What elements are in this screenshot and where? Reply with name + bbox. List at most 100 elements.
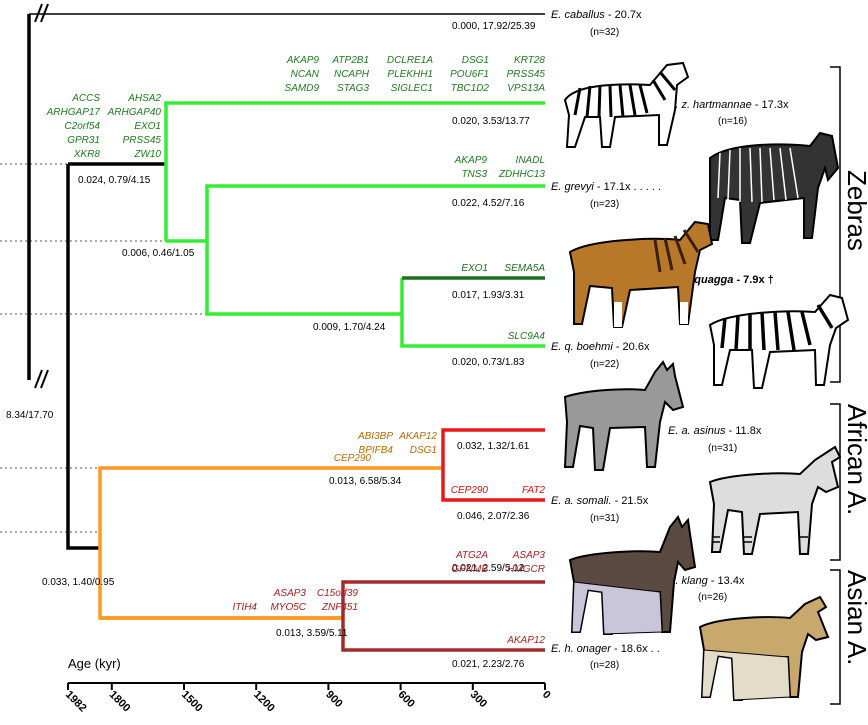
- taxon-klang: E. klang - 13.4x: [668, 575, 745, 587]
- gene-label: AKAP9: [286, 55, 320, 66]
- gene-label: ABI3BP: [357, 431, 393, 442]
- gene-label: ITIH4: [233, 602, 258, 613]
- stat-asinus: 0.032, 1.32/1.61: [457, 441, 530, 452]
- gene-label: EXO1: [134, 121, 161, 132]
- stat-somali: 0.046, 2.07/2.36: [457, 511, 530, 522]
- quagga-image: [568, 220, 714, 328]
- gene-label: DSG1: [410, 445, 437, 456]
- stat-grevyi-quagga: 0.006, 0.46/1.05: [122, 248, 195, 259]
- gene-label: MYO5C: [270, 602, 306, 613]
- gene-label: ASAP3: [273, 588, 307, 599]
- group-label-african: African A.: [842, 404, 868, 515]
- klang-branch: [341, 580, 545, 618]
- gene-labels: ACCSARHGAP17C2orf54GPR31XKR8AHSA2ARHGAP4…: [46, 55, 546, 646]
- gene-label: ASAP3: [512, 550, 546, 561]
- gene-label: XKR8: [73, 149, 101, 160]
- stat-quagga: 0.017, 1.93/3.31: [452, 290, 525, 301]
- gene-label: NCAN: [291, 69, 320, 80]
- onager-image: [698, 595, 830, 701]
- gene-label: ZW10: [133, 149, 161, 160]
- taxon-boehmi: E. q. boehmi - 20.6x: [551, 341, 650, 353]
- stat-hartmannae: 0.020, 3.53/13.77: [452, 116, 530, 127]
- group-label-asian: Asian A.: [842, 570, 868, 665]
- gene-label: SEMA5A: [504, 263, 545, 274]
- gene-label: PRSS45: [507, 69, 546, 80]
- gene-label: ZDHHC13: [498, 169, 546, 180]
- stat-boehmi: 0.020, 0.73/1.83: [452, 357, 525, 368]
- gene-label: ZNF451: [321, 602, 358, 613]
- hartmannae-zebra-image: [563, 61, 690, 148]
- stat-klang: 0.021, 2.59/5.12: [452, 563, 525, 574]
- gene-label: NCAPH: [334, 69, 370, 80]
- gene-label: DCLRE1A: [387, 55, 433, 66]
- gene-label: SIGLEC1: [391, 83, 433, 94]
- n-somali: (n=31): [590, 513, 619, 524]
- gene-label: KRT28: [514, 55, 545, 66]
- branch-stats: 0.000, 17.92/25.39 0.020, 3.53/13.77 0.0…: [6, 21, 536, 670]
- african-ass-branches: [441, 428, 545, 502]
- gene-label: AKAP12: [398, 431, 437, 442]
- stat-african-stem: 0.013, 6.58/5.34: [329, 476, 402, 487]
- gene-label: AKAP12: [506, 635, 545, 646]
- gene-label: ATG2A: [455, 550, 488, 561]
- gene-label: ATP2B1: [332, 55, 370, 66]
- stat-asian-stem: 0.013, 3.59/5.11: [276, 628, 348, 639]
- klang-image: [568, 515, 697, 635]
- gene-label: CEP290: [334, 453, 372, 464]
- taxon-somali: E. a. somali. - 21.5x: [551, 495, 649, 507]
- gene-label: TBC1D2: [451, 83, 490, 94]
- african-root-branches: [98, 466, 443, 620]
- gene-label: INADL: [516, 155, 545, 166]
- axis-break-marks: [34, 3, 49, 389]
- group-brackets: [830, 66, 841, 705]
- axis-title: Age (kyr): [68, 656, 121, 671]
- group-label-zebras: Zebras: [842, 170, 868, 251]
- onager-branch: [341, 618, 545, 652]
- stat-onager: 0.021, 2.23/2.76: [452, 659, 525, 670]
- taxon-asinus: E. a. asinus - 11.8x: [668, 425, 762, 437]
- n-grevyi: (n=23): [590, 199, 619, 210]
- gene-label: GPNMB: [451, 564, 488, 575]
- gene-label: PRSS45: [123, 135, 162, 146]
- gene-label: SAMD9: [285, 83, 320, 94]
- n-caballus: (n=32): [590, 27, 619, 38]
- axis-tick-label: 1982: [63, 689, 89, 715]
- stat-grevyi: 0.022, 4.52/7.16: [452, 198, 525, 209]
- stat-caballus: 0.000, 17.92/25.39: [452, 21, 536, 32]
- n-klang: (n=26): [698, 592, 727, 603]
- gene-label: AKAP9: [454, 155, 488, 166]
- axis-tick-label: 900: [323, 689, 344, 710]
- taxon-grevyi: E. grevyi - 17.1x . . . . .: [551, 181, 661, 193]
- gene-label: POU6F1: [450, 69, 489, 80]
- gene-label: ARHGAP17: [46, 107, 101, 118]
- gene-label: BPIFB4: [359, 445, 394, 456]
- stat-ass-root: 0.033, 1.40/0.95: [42, 577, 115, 588]
- gene-label: FAT2: [522, 485, 545, 496]
- zebra-branches: [164, 101, 545, 348]
- gene-label: GPR31: [67, 135, 100, 146]
- gene-label: DSG1: [462, 55, 489, 66]
- gene-label: TNS3: [461, 169, 487, 180]
- grevyi-zebra-image: [709, 131, 840, 244]
- axis-tick-label: 1800: [107, 689, 133, 715]
- gene-label: SLC9A4: [508, 331, 546, 342]
- taxa-labels: E. caballus - 20.7x (n=32) E. z. hartman…: [551, 9, 789, 671]
- n-hartmannae: (n=16): [718, 116, 747, 127]
- gene-label: CEP290: [451, 485, 489, 496]
- gene-label: C15orf39: [317, 588, 359, 599]
- n-onager: (n=28): [590, 660, 619, 671]
- gene-label: HMGCR: [507, 564, 545, 575]
- gene-label: C2orf54: [64, 121, 100, 132]
- somali-donkey-image: [708, 445, 842, 555]
- taxon-hartmannae: E. z. hartmannae - 17.3x: [668, 99, 789, 111]
- asinus-donkey-image: [563, 360, 685, 471]
- axis-tick-label: 300: [468, 689, 489, 710]
- boehmi-zebra-image: [708, 293, 850, 389]
- axis-tick-label: 1500: [179, 689, 205, 715]
- taxon-caballus: E. caballus - 20.7x: [551, 9, 642, 21]
- axis-tick-label: 0: [540, 689, 553, 702]
- base-branches: [27, 13, 545, 550]
- axis-tick-label: 600: [395, 689, 416, 710]
